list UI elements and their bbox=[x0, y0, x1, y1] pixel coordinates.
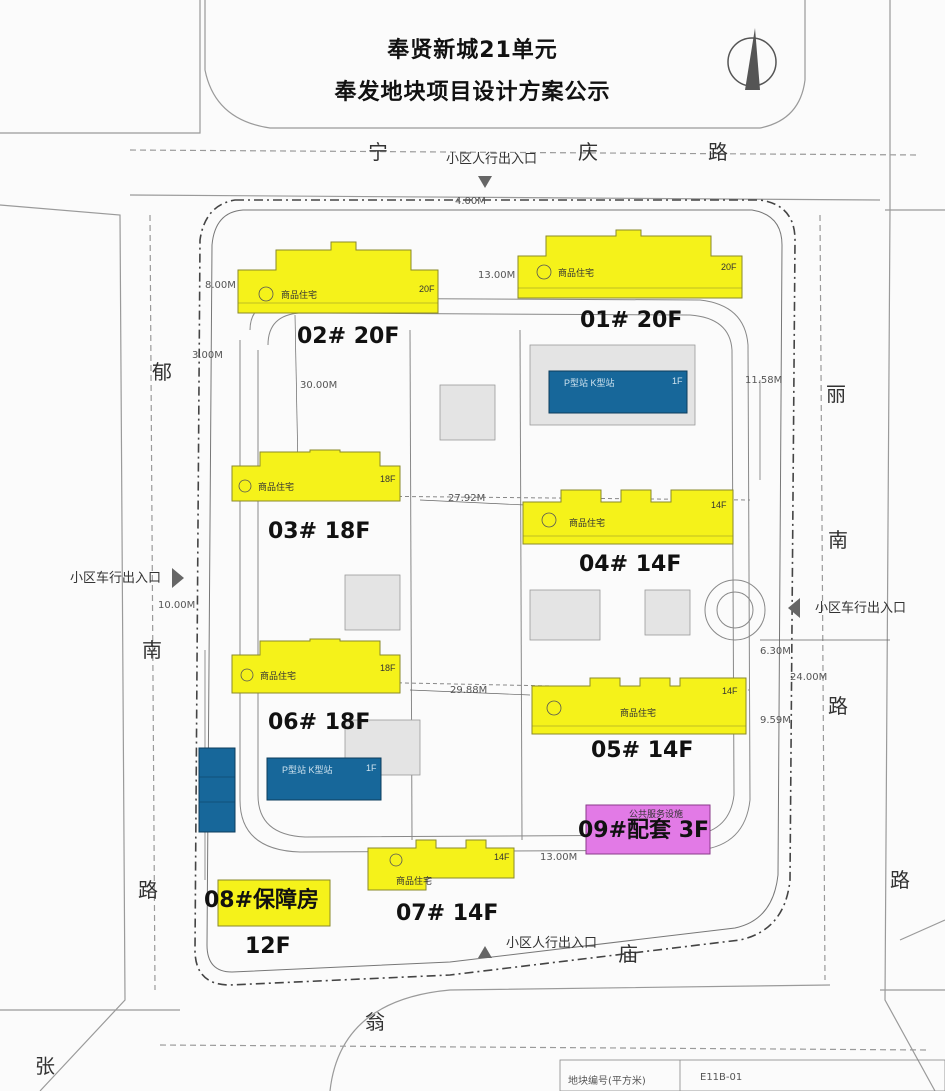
south-gate-arrow-icon bbox=[478, 946, 492, 958]
street-char-bottom-left: 张 bbox=[35, 1054, 55, 1078]
west-vehicle-gate-label: 小区车行出入口 bbox=[70, 571, 162, 586]
building-02-caption: 02# 20F bbox=[297, 324, 400, 349]
east-vehicle-gate-label: 小区车行出入口 bbox=[815, 601, 907, 616]
building-08-footprint bbox=[217, 879, 331, 927]
building-02-footprint: 商品住宅 20F bbox=[237, 241, 439, 314]
plot-table bbox=[559, 1059, 945, 1091]
building-01-caption: 01# 20F bbox=[580, 308, 683, 333]
page-title: 奉贤新城21单元 bbox=[387, 38, 558, 63]
building-05-floor-tag: 14F bbox=[722, 686, 738, 696]
dim-label: 8.00M bbox=[205, 280, 236, 291]
street-char-bottom-2: 庙 bbox=[618, 942, 638, 966]
site-boundary bbox=[194, 199, 796, 986]
dim-label: 10.00M bbox=[158, 600, 196, 611]
street-char-left-1: 郁 bbox=[152, 360, 172, 384]
ancillary-w-footprint bbox=[198, 747, 236, 833]
plot-table-label: 地块编号(平方米) bbox=[568, 1076, 646, 1087]
building-09-caption: 09#配套 3F bbox=[578, 818, 710, 843]
building-03-inner-label: 商品住宅 bbox=[258, 481, 294, 492]
building-06-caption: 06# 18F bbox=[268, 710, 371, 735]
building-07-inner-label: 商品住宅 bbox=[396, 875, 432, 886]
building-09-inner-label: 公共服务设施 bbox=[629, 808, 683, 819]
building-06-floor-tag: 18F bbox=[380, 663, 396, 673]
building-01-inner-label: 商品住宅 bbox=[558, 267, 594, 278]
south-pedestrian-gate-label: 小区人行出入口 bbox=[506, 936, 598, 951]
east-gate-arrow-icon bbox=[788, 598, 800, 618]
street-char-right-3: 路 bbox=[828, 694, 848, 718]
substation-ne-floor: 1F bbox=[672, 376, 683, 386]
dim-label: 9.59M bbox=[760, 715, 791, 726]
building-08-floors-caption: 12F bbox=[245, 934, 291, 959]
building-08-caption: 08#保障房 bbox=[204, 888, 320, 913]
dim-label: 13.00M bbox=[478, 270, 516, 281]
building-01-footprint: 商品住宅 20F bbox=[517, 229, 743, 299]
building-05-caption: 05# 14F bbox=[591, 738, 694, 763]
dim-label: 29.88M bbox=[450, 685, 488, 696]
dim-label: 4.00M bbox=[455, 196, 486, 207]
west-gate-arrow-icon bbox=[172, 568, 184, 588]
substation-ne-footprint: P型站 K型站 1F bbox=[548, 370, 688, 414]
street-char-top-2: 庆 bbox=[578, 140, 598, 164]
dim-label: 6.30M bbox=[760, 646, 791, 657]
building-07-floor-tag: 14F bbox=[494, 852, 510, 862]
page-subtitle: 奉发地块项目设计方案公示 bbox=[334, 80, 611, 105]
building-04-footprint: 商品住宅 14F bbox=[522, 489, 734, 545]
street-char-right-1: 丽 bbox=[826, 382, 846, 406]
gate-arrows bbox=[172, 176, 800, 958]
substation-sw-label: P型站 K型站 bbox=[282, 764, 333, 775]
building-06-footprint: 商品住宅 18F bbox=[231, 638, 401, 694]
building-05-footprint: 商品住宅 14F bbox=[531, 677, 747, 735]
street-char-bottom-right: 路 bbox=[890, 868, 910, 892]
street-char-bottom-1: 翁 bbox=[365, 1010, 385, 1034]
dim-label: 11.58M bbox=[745, 375, 783, 386]
substation-ne-label: P型站 K型站 bbox=[564, 377, 615, 388]
dim-label: 30.00M bbox=[300, 380, 338, 391]
building-04-caption: 04# 14F bbox=[579, 552, 682, 577]
dim-label: 24.00M bbox=[790, 672, 828, 683]
street-char-left-3: 路 bbox=[138, 878, 158, 902]
substation-sw-footprint: P型站 K型站 1F bbox=[266, 757, 382, 801]
street-char-left-2: 南 bbox=[142, 638, 162, 662]
north-arrow-icon bbox=[727, 28, 777, 90]
dim-label: 3.00M bbox=[192, 350, 223, 361]
plot-table-code: E11B-01 bbox=[700, 1072, 743, 1083]
building-02-floor-tag: 20F bbox=[419, 284, 435, 294]
building-03-footprint: 商品住宅 18F bbox=[231, 449, 401, 502]
building-04-floor-tag: 14F bbox=[711, 500, 727, 510]
building-07-footprint: 商品住宅 14F bbox=[367, 839, 515, 891]
street-char-top-3: 路 bbox=[708, 140, 728, 164]
building-06-inner-label: 商品住宅 bbox=[260, 670, 296, 681]
building-09-footprint: 公共服务设施 bbox=[585, 804, 711, 855]
building-02-inner-label: 商品住宅 bbox=[281, 289, 317, 300]
north-gate-arrow-icon bbox=[478, 176, 492, 188]
dim-label: 13.00M bbox=[540, 852, 578, 863]
building-01-floor-tag: 20F bbox=[721, 262, 737, 272]
north-pedestrian-gate-label: 小区人行出入口 bbox=[446, 152, 538, 167]
building-03-floor-tag: 18F bbox=[380, 474, 396, 484]
building-03-caption: 03# 18F bbox=[268, 519, 371, 544]
dim-label: 27.92M bbox=[448, 493, 486, 504]
street-char-right-2: 南 bbox=[828, 528, 848, 552]
building-05-inner-label: 商品住宅 bbox=[620, 707, 656, 718]
building-07-caption: 07# 14F bbox=[396, 901, 499, 926]
substation-sw-floor: 1F bbox=[366, 763, 377, 773]
building-04-inner-label: 商品住宅 bbox=[569, 517, 605, 528]
street-char-top-1: 宁 bbox=[368, 140, 388, 164]
